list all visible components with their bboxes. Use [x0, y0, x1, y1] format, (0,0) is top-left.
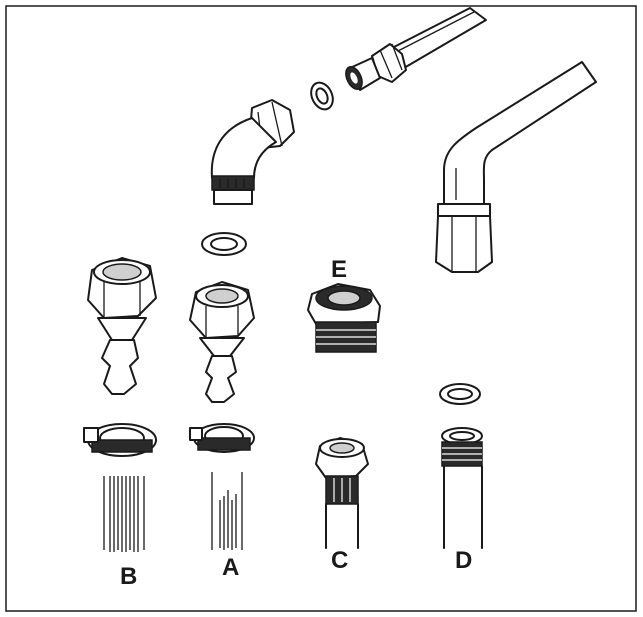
top-pipe-with-nut — [345, 7, 487, 91]
fitting-d — [441, 427, 483, 549]
fitting-e — [307, 283, 381, 353]
clamp-b — [83, 423, 157, 457]
label-d: D — [455, 547, 472, 574]
diagram-frame — [5, 5, 637, 612]
clamp-a — [189, 423, 255, 453]
elbow-fitting — [210, 99, 295, 205]
washer-d — [439, 383, 481, 405]
washer-a — [201, 232, 247, 256]
hose-b — [102, 474, 146, 552]
fitting-c — [315, 437, 369, 549]
fitting-a — [189, 281, 255, 403]
label-e: E — [331, 256, 347, 283]
hose-a — [210, 470, 244, 550]
label-a: A — [222, 554, 239, 581]
washer-top — [310, 81, 334, 111]
label-b: B — [120, 563, 137, 590]
bent-pipe-d — [435, 61, 597, 273]
label-c: C — [331, 547, 348, 574]
fitting-b — [87, 257, 157, 395]
